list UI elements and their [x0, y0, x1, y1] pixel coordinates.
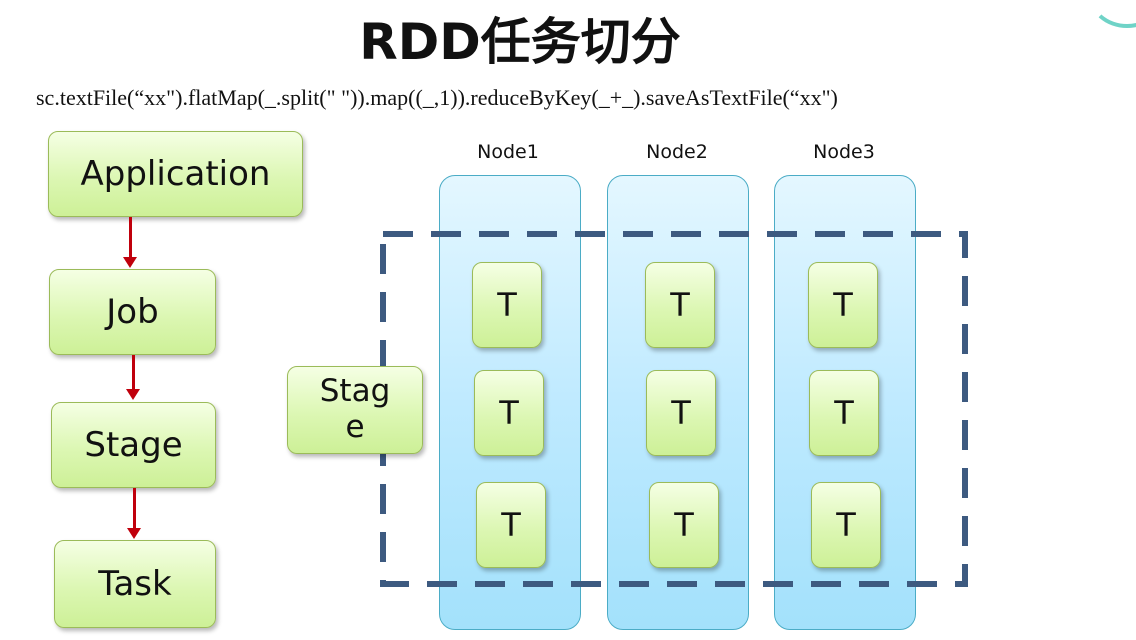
task-node3-1: T [808, 262, 878, 348]
task-node3-3: T [811, 482, 881, 568]
task-node2-2: T [646, 370, 716, 456]
task-node2-1: T [645, 262, 715, 348]
arrow-head-job-stage [126, 389, 140, 400]
node3-label: Node3 [813, 141, 875, 163]
task-node1-2: T [474, 370, 544, 456]
page-title: RDD任务切分 [359, 13, 681, 71]
stage-label-box: Stag e [287, 366, 423, 454]
stage-label-line2: e [345, 409, 365, 445]
stage-box: Stage [51, 402, 216, 488]
code-line: sc.textFile(“xx").flatMap(_.split(" ")).… [36, 85, 838, 110]
arrow-head-stage-task [127, 528, 141, 539]
task-node1-3: T [476, 482, 546, 568]
task-node1-1: T [472, 262, 542, 348]
task-node2-3: T [649, 482, 719, 568]
corner-decoration [1088, 0, 1136, 28]
arrow-stage-task [133, 488, 136, 530]
task-node3-2: T [809, 370, 879, 456]
arrow-job-stage [132, 355, 135, 391]
node2-label: Node2 [646, 141, 708, 163]
arrow-application-job [129, 217, 132, 259]
arrow-head-application-job [123, 257, 137, 268]
task-box: Task [54, 540, 216, 628]
application-box: Application [48, 131, 303, 217]
job-box: Job [49, 269, 216, 355]
node1-label: Node1 [477, 141, 539, 163]
stage-label-line1: Stag [319, 373, 391, 410]
